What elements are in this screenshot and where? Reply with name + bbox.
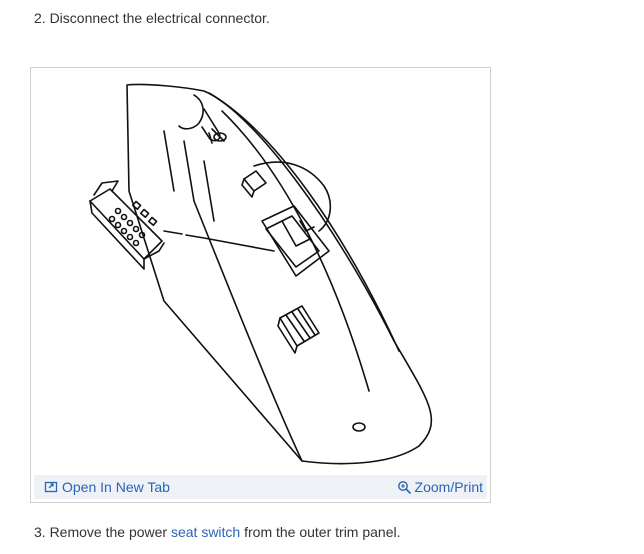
zoom-print-label: Zoom/Print — [414, 479, 483, 495]
step-3-prefix: 3. Remove the power — [34, 524, 171, 540]
step-2-text: 2. Disconnect the electrical connector. — [34, 10, 270, 26]
step-3-text: 3. Remove the power seat switch from the… — [34, 524, 401, 540]
seat-switch-link[interactable]: seat switch — [170, 524, 241, 540]
zoom-magnifier-icon — [397, 480, 411, 494]
figure-panel: Open In New Tab Zoom/Print — [30, 67, 491, 503]
figure-toolbar: Open In New Tab Zoom/Print — [34, 475, 487, 499]
diagram-seat-switch-connector[interactable] — [34, 71, 487, 471]
open-in-new-tab-label: Open In New Tab — [62, 479, 170, 495]
step-3-suffix: from the outer trim panel. — [240, 524, 401, 540]
diagram-drawing — [89, 83, 433, 465]
open-in-new-tab-button[interactable]: Open In New Tab — [44, 479, 170, 495]
zoom-print-button[interactable]: Zoom/Print — [397, 479, 483, 495]
open-in-new-tab-icon — [44, 480, 58, 494]
